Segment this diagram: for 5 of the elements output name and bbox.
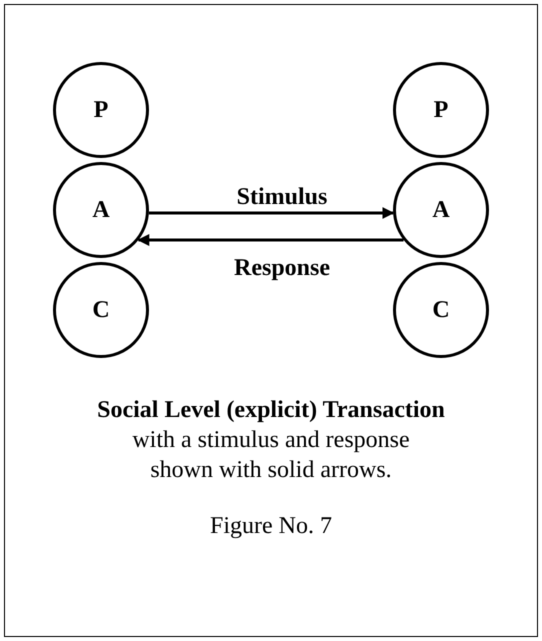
figure-number: Figure No. 7 bbox=[210, 512, 332, 541]
figure-title: Social Level (explicit) Transaction bbox=[97, 396, 445, 425]
figure-caption: with a stimulus and response shown with solid arrows. bbox=[131, 426, 411, 485]
arrow bbox=[148, 207, 394, 219]
arrow bbox=[137, 234, 404, 246]
